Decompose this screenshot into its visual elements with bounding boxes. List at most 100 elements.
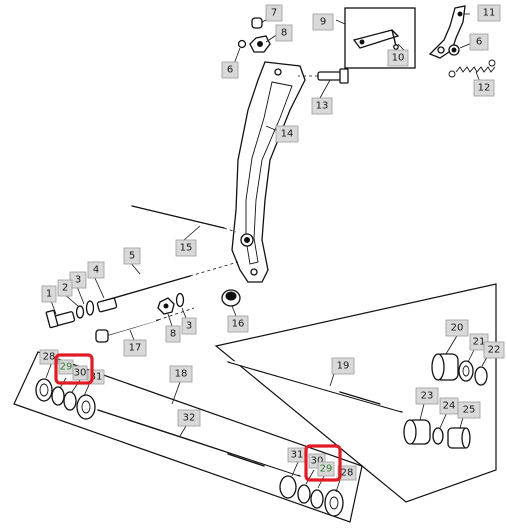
callout-2: 2 (57, 279, 73, 297)
svg-text:3: 3 (186, 321, 192, 332)
svg-text:31: 31 (291, 450, 304, 461)
callout-3-left: 3 (69, 271, 87, 289)
callout-6-left: 6 (221, 61, 239, 79)
svg-text:25: 25 (463, 405, 476, 416)
svg-text:8: 8 (281, 28, 287, 39)
spacer-part-4 (96, 297, 118, 313)
rod-part-5 (99, 261, 239, 303)
callout-8-left: 8 (165, 325, 181, 343)
svg-text:16: 16 (232, 319, 245, 330)
svg-text:30: 30 (311, 456, 324, 467)
washer-part-2 (75, 305, 85, 319)
callout-24: 24 (439, 397, 459, 415)
rod-part-15 (131, 205, 237, 233)
highlight-box-left (54, 353, 94, 385)
sleeve-part-25 (447, 427, 471, 449)
callout-9: 9 (312, 13, 334, 31)
cap-part-7 (251, 17, 263, 29)
bushing-part-23 (403, 419, 431, 445)
callout-11: 11 (477, 4, 501, 22)
callout-30-left: 30 (72, 365, 88, 381)
svg-text:17: 17 (129, 343, 142, 354)
bellcrank-part (428, 5, 466, 59)
callout-32: 32 (177, 409, 201, 427)
main-lever-part (231, 61, 306, 283)
svg-text:7: 7 (271, 8, 277, 19)
callout-23: 23 (415, 387, 439, 405)
svg-text:13: 13 (316, 101, 329, 112)
svg-text:30: 30 (74, 368, 87, 379)
callout-5: 5 (123, 247, 141, 265)
svg-text:2: 2 (62, 283, 68, 294)
svg-text:20: 20 (451, 323, 464, 334)
svg-text:29: 29 (60, 362, 73, 373)
svg-text:19: 19 (337, 361, 350, 372)
svg-text:6: 6 (476, 37, 482, 48)
callout-13: 13 (311, 97, 333, 115)
svg-text:31: 31 (90, 372, 103, 383)
nut-part-8-top (249, 35, 271, 53)
callout-21: 21 (469, 333, 489, 351)
bushing-part-20 (431, 353, 459, 381)
washer-part-6-left (237, 39, 247, 49)
callout-7: 7 (265, 4, 283, 22)
callout-17: 17 (123, 339, 147, 357)
svg-text:15: 15 (180, 243, 193, 254)
nut-part-6-right (448, 44, 460, 56)
lower-right-panel (214, 283, 497, 503)
washer-part-24 (432, 427, 444, 445)
callout-1: 1 (41, 285, 57, 303)
svg-text:10: 10 (392, 53, 405, 64)
bolt-part-13 (298, 68, 349, 84)
svg-text:14: 14 (281, 129, 294, 140)
bolt-part-17 (95, 307, 195, 343)
svg-text:18: 18 (175, 369, 188, 380)
callout-18: 18 (169, 365, 193, 383)
inset-frame-9 (344, 7, 416, 69)
callout-4: 4 (87, 261, 105, 279)
callout-14: 14 (275, 125, 299, 143)
washer-part-3-left (85, 300, 95, 316)
bushing-set-left (35, 378, 96, 420)
callout-16: 16 (227, 315, 249, 333)
svg-text:6: 6 (227, 65, 233, 76)
svg-text:1: 1 (46, 289, 52, 300)
lower-left-panel (13, 351, 363, 523)
svg-text:5: 5 (129, 251, 135, 262)
callout-6-right: 6 (469, 33, 489, 51)
svg-text:24: 24 (443, 401, 456, 412)
svg-text:28: 28 (341, 468, 354, 479)
washer-part-3-right (175, 292, 185, 308)
svg-text:32: 32 (183, 413, 196, 424)
nut-part-8-left (157, 297, 175, 315)
callout-15: 15 (175, 239, 197, 257)
callout-8-top: 8 (275, 24, 293, 42)
knob-part-16 (221, 289, 241, 307)
callout-10: 10 (387, 49, 409, 67)
callout-22: 22 (483, 341, 505, 359)
bolt-part-1 (45, 309, 76, 329)
spring-part (448, 59, 496, 78)
svg-text:28: 28 (43, 352, 56, 363)
svg-text:3: 3 (75, 275, 81, 286)
highlight-box-right (304, 444, 342, 482)
callout-31-right: 31 (287, 447, 307, 463)
svg-text:4: 4 (93, 265, 99, 276)
callout-3-right: 3 (181, 317, 197, 335)
svg-text:23: 23 (421, 391, 434, 402)
callout-12: 12 (473, 79, 495, 97)
callout-20: 20 (445, 319, 469, 337)
callout-25: 25 (457, 401, 481, 419)
callout-19: 19 (331, 357, 355, 375)
svg-text:22: 22 (488, 345, 501, 356)
callout-29-right: 29 (317, 461, 335, 477)
svg-text:8: 8 (170, 329, 176, 340)
svg-text:21: 21 (473, 337, 486, 348)
svg-text:12: 12 (478, 83, 491, 94)
callout-29-left: 29 (58, 359, 74, 375)
svg-text:11: 11 (483, 8, 496, 19)
svg-text:9: 9 (320, 17, 326, 28)
bushing-part-21-22 (458, 360, 488, 386)
svg-text:29: 29 (320, 464, 333, 475)
